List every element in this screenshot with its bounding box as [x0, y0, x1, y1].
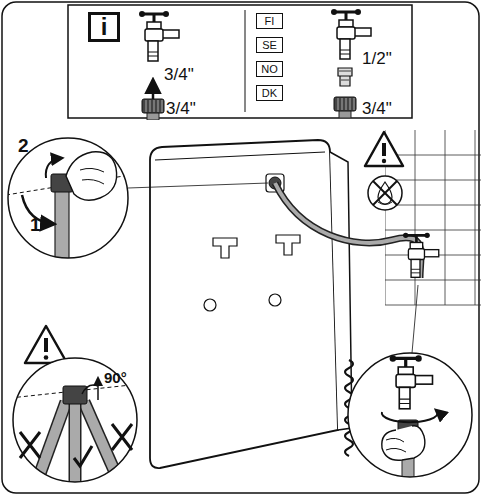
wrong-mark	[112, 424, 132, 450]
tile-lines	[385, 155, 481, 305]
thread-size: 3/4"	[362, 100, 392, 117]
hose-bracket	[276, 235, 300, 255]
thread-adapter	[338, 68, 352, 86]
wall-tap	[403, 233, 439, 278]
exclamation-bar	[382, 143, 386, 156]
connect-arrow	[152, 80, 155, 100]
water-ripple	[378, 202, 392, 205]
node-text: SE	[262, 40, 277, 51]
info-icon: i	[88, 12, 120, 42]
info-panel	[68, 5, 412, 118]
exclamation-dot	[44, 355, 49, 360]
step-number: 2	[18, 136, 29, 155]
detail-tap	[348, 353, 472, 486]
angle-arrow	[97, 378, 99, 400]
detail-inlet	[6, 138, 130, 270]
panel-divider	[245, 10, 246, 112]
detail-bg	[348, 353, 472, 477]
warning-triangle	[365, 132, 403, 166]
inlet-hose-outline	[275, 183, 421, 278]
country-code-box: DK	[256, 85, 283, 101]
node-text: NO	[261, 64, 278, 75]
hose-correct	[70, 402, 80, 490]
hose-outline	[69, 402, 82, 490]
node-text: DK	[262, 88, 277, 99]
step-number: 1	[30, 215, 41, 234]
warning-sign	[365, 132, 403, 166]
no-water-symbol	[368, 176, 402, 210]
machine-side	[330, 152, 352, 430]
prohibit-slash	[373, 181, 397, 205]
country-code-box: NO	[256, 61, 283, 77]
node-text: FI	[265, 16, 275, 27]
country-code-box: FI	[256, 13, 283, 29]
machine-top-edge	[155, 152, 325, 160]
detail-circle	[348, 353, 472, 477]
thread-size: 3/4"	[164, 66, 194, 83]
wrong-mark	[20, 432, 40, 458]
hose-nut	[334, 97, 356, 118]
turn-arrow	[382, 410, 438, 422]
hand	[382, 426, 425, 461]
hose-bracket	[213, 238, 237, 258]
leader-line	[128, 183, 268, 188]
exclamation-dot	[382, 159, 386, 163]
warning-triangle	[25, 326, 67, 363]
hose-nut	[63, 386, 87, 404]
inlet-hose	[275, 183, 421, 278]
country-code-box: SE	[256, 37, 283, 53]
machine-back	[150, 140, 338, 468]
detail-angle	[10, 358, 140, 490]
hose-nut	[142, 99, 164, 120]
leader-line	[412, 285, 418, 353]
correct-mark	[74, 446, 92, 466]
detail-circle	[8, 138, 128, 258]
angle-arc	[82, 385, 98, 394]
adapter-thread	[339, 71, 351, 80]
thread-size: 3/4"	[166, 100, 196, 117]
exclamation-bar	[44, 338, 48, 352]
transit-bolt-hole	[204, 299, 216, 311]
finger-lines	[386, 438, 406, 452]
node-text: i	[101, 15, 108, 39]
turn-arrow	[46, 158, 62, 178]
thread-size: 1/2"	[362, 50, 392, 67]
warning-sign	[25, 326, 67, 363]
tap	[390, 355, 433, 409]
finger-lines	[80, 168, 104, 184]
transit-bolt-hole	[269, 294, 281, 306]
wall-tiles	[385, 130, 481, 305]
detail-circle	[13, 358, 137, 482]
prohibit-slash	[373, 181, 397, 205]
angle-value: 90°	[104, 370, 127, 385]
hand	[66, 152, 117, 200]
tap	[139, 11, 179, 61]
